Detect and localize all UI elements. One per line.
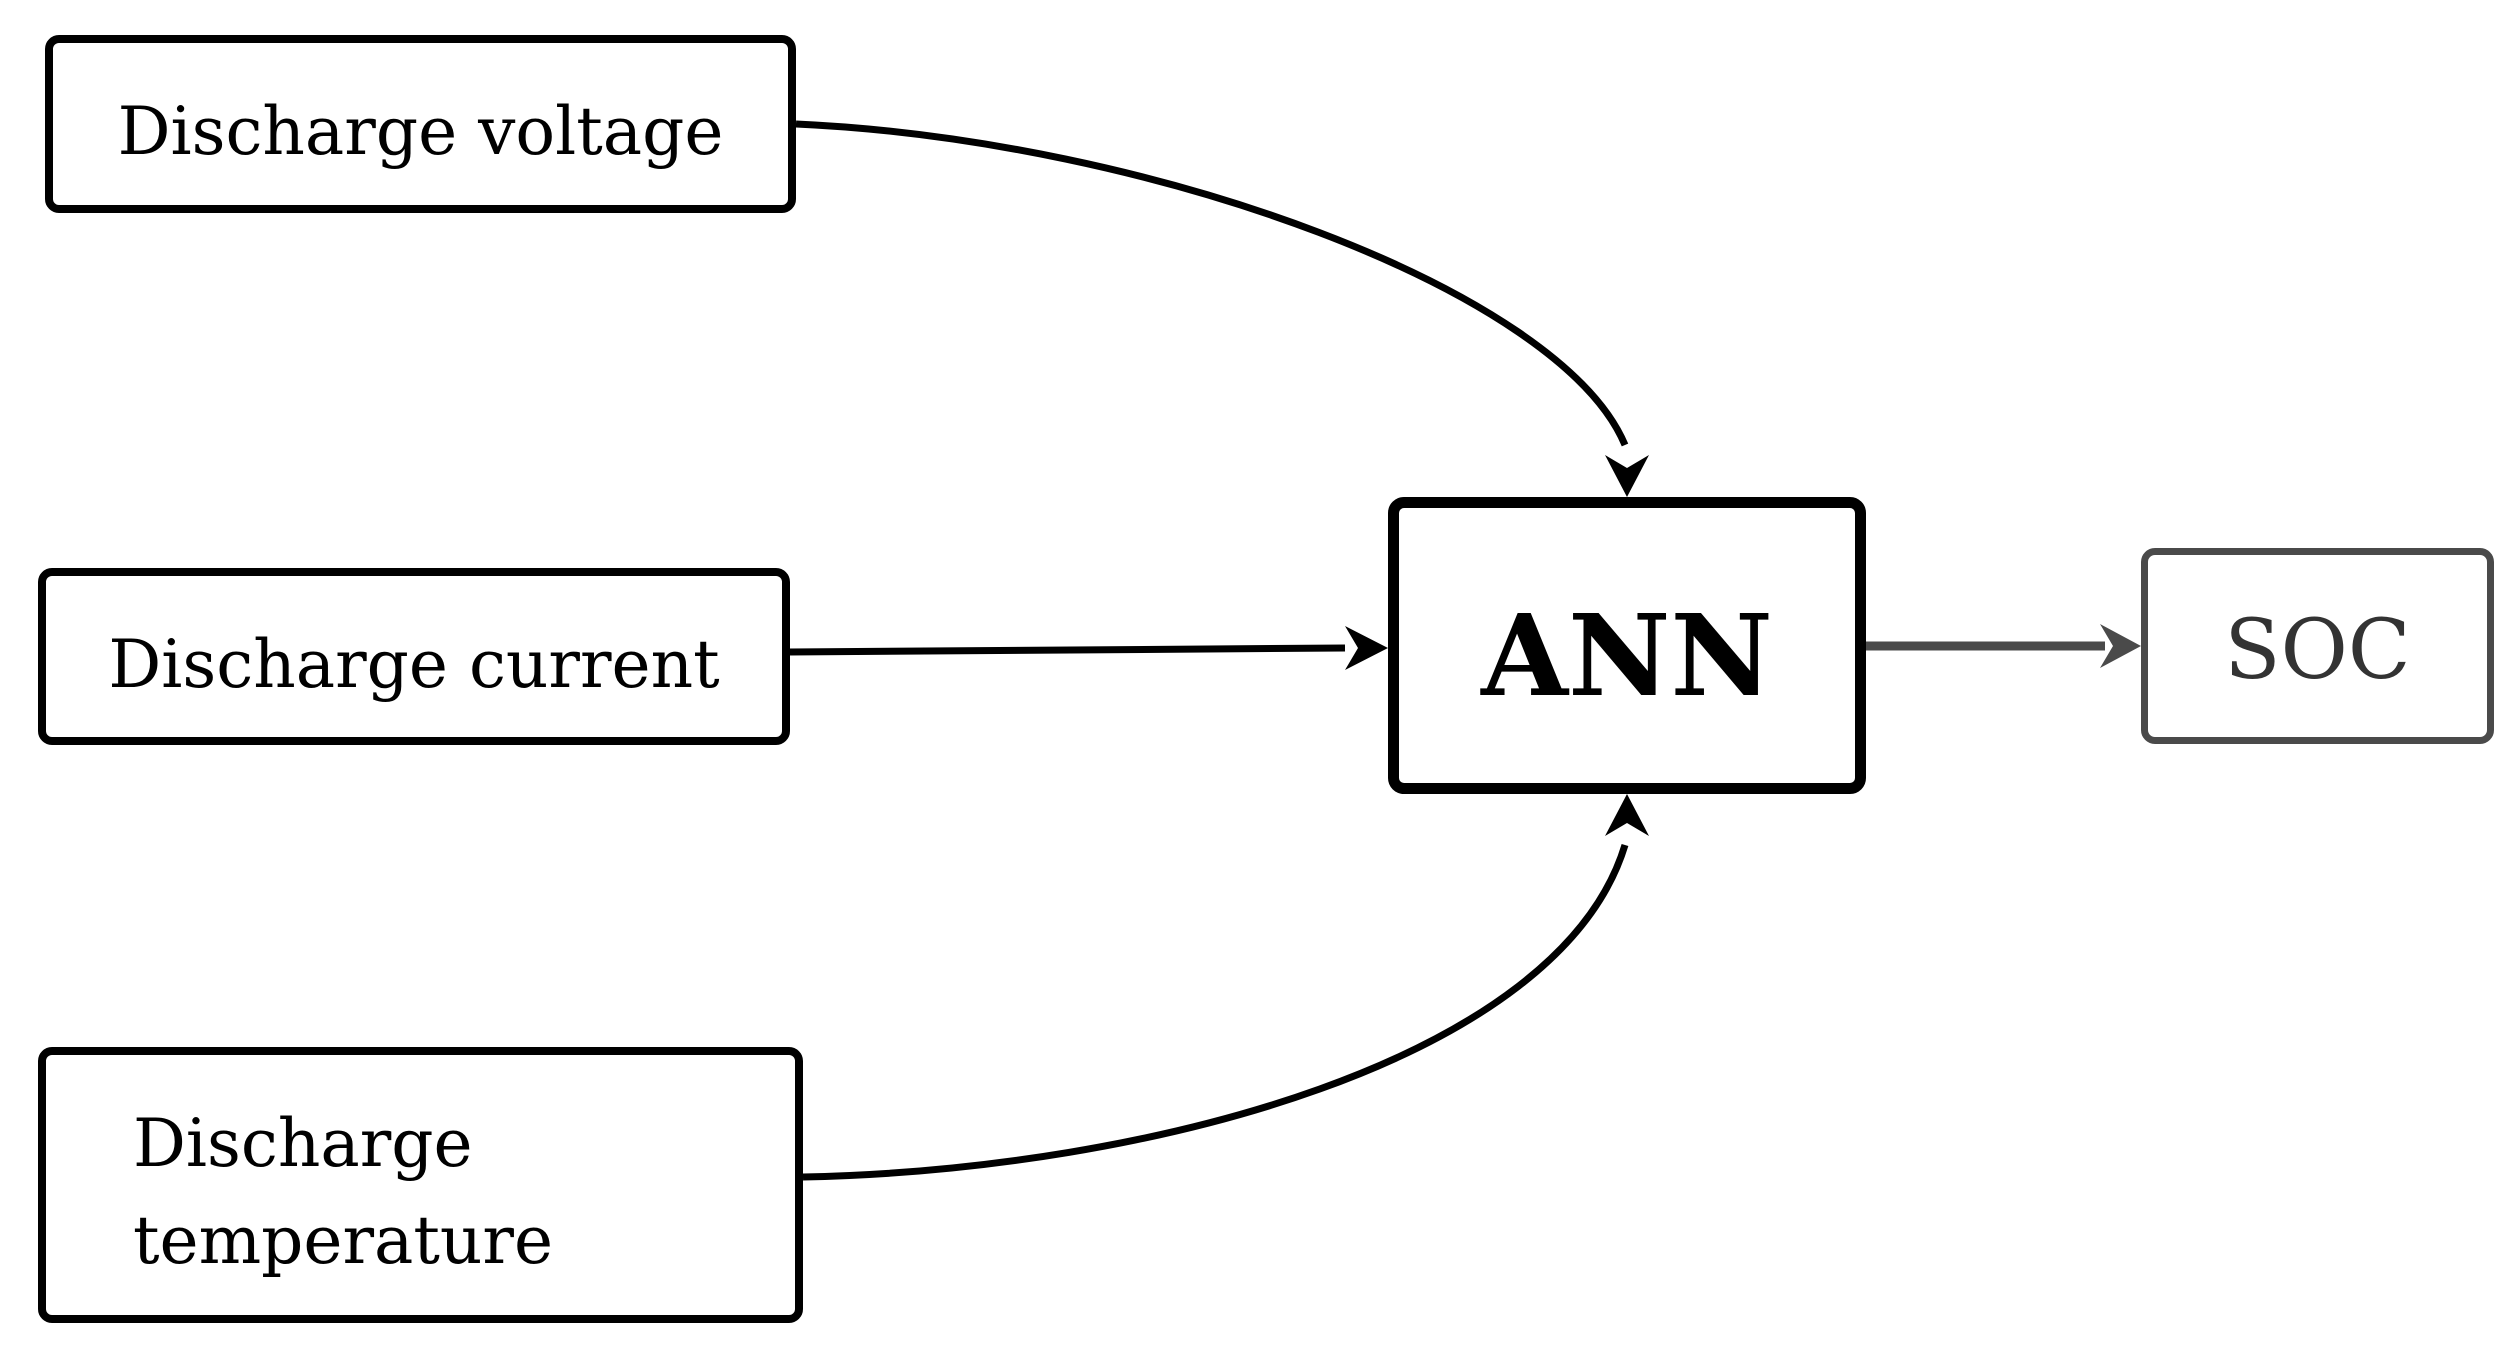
arrowhead-voltage-to-ann [1605, 455, 1649, 497]
arrowhead-current-to-ann [1345, 626, 1388, 670]
discharge-temperature-label-line1: Discharge [133, 1105, 473, 1182]
soc-label: SOC [2224, 603, 2411, 698]
edge-temperature-to-ann [802, 843, 1629, 1181]
discharge-current-label: Discharge current [108, 626, 720, 703]
discharge-temperature-node: Discharge temperature [38, 1047, 803, 1323]
discharge-voltage-label: Discharge voltage [117, 93, 724, 170]
ann-node: ANN [1388, 497, 1866, 794]
discharge-temperature-label-line2: temperature [133, 1202, 554, 1279]
soc-node: SOC [2141, 548, 2494, 744]
discharge-current-node: Discharge current [38, 568, 790, 745]
ann-label: ANN [1481, 591, 1773, 722]
arrowhead-temperature-to-ann [1605, 794, 1649, 836]
arrowhead-ann-to-soc [2100, 624, 2141, 668]
edge-current-to-ann [789, 644, 1346, 656]
discharge-voltage-node: Discharge voltage [45, 35, 796, 213]
edge-voltage-to-ann [795, 120, 1629, 447]
